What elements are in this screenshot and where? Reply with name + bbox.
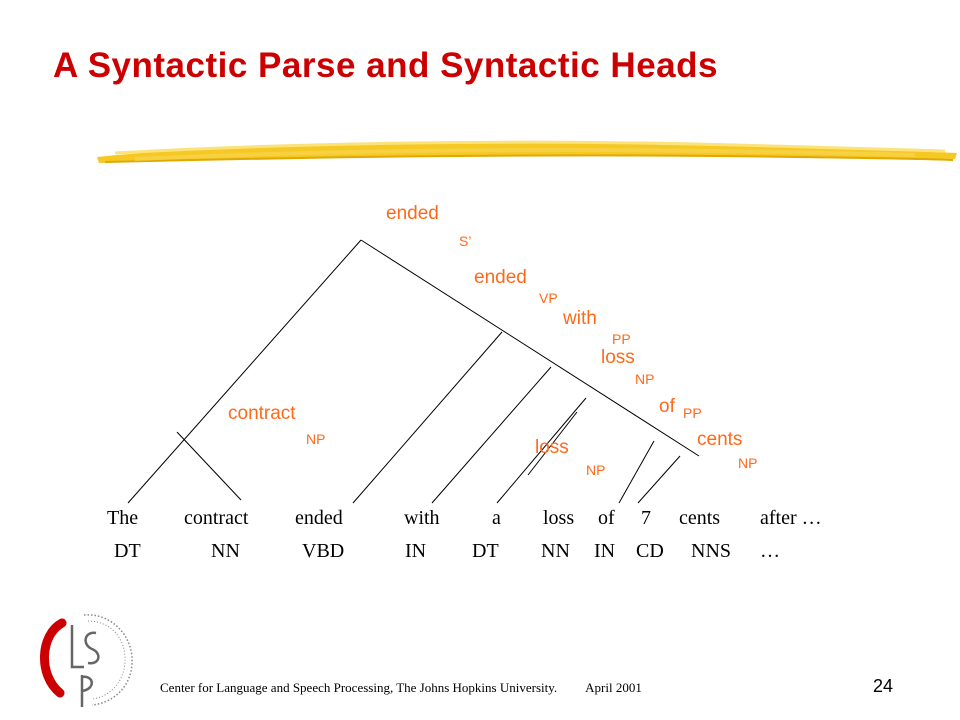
slide-footer: Center for Language and Speech Processin… [160, 680, 642, 696]
tree-edge-np-loss-to-a [496, 397, 587, 504]
vp-head-label: ended [474, 267, 527, 288]
pp-with-category-label: PP [612, 331, 631, 347]
clsp-logo [40, 614, 133, 707]
pp-of-category-label: PP [683, 405, 702, 421]
tree-edge-np-loss-inner-to-loss [527, 411, 578, 476]
token-tag: IN [594, 540, 616, 562]
np-cents-head-label: cents [697, 429, 743, 450]
tree-edge-vp-to-ended [352, 331, 503, 504]
np-cents-category-label: NP [738, 455, 758, 471]
token-tag: VBD [302, 540, 345, 562]
tree-edge-np-contract-to-contract [176, 431, 242, 501]
token-tag: IN [405, 540, 427, 562]
token-word: loss [543, 507, 575, 529]
token-tag: DT [472, 540, 499, 562]
token-tag: NN [541, 540, 570, 562]
tree-edge-np-cents-to-7 [637, 455, 681, 504]
tree-edge-pp-with-to-with [431, 366, 552, 504]
np-loss-inner-head-label: loss [535, 437, 569, 458]
np-contract-category-label: NP [306, 431, 326, 447]
token-tag: NN [211, 540, 240, 562]
token-word: cents [679, 507, 721, 529]
token-word: ended [295, 507, 343, 529]
title-underline-brush [97, 140, 957, 163]
tree-edge-s-to-vp [360, 239, 700, 457]
token-word: of [598, 507, 615, 529]
page-number: 24 [873, 676, 894, 696]
np-loss-category-label: NP [635, 371, 655, 387]
token-word: contract [184, 507, 249, 529]
pp-of-head-label: of [659, 396, 675, 417]
footer-institution: Center for Language and Speech Processin… [160, 680, 558, 695]
tree-edge-s-to-the [127, 239, 362, 504]
s-head-label: ended [386, 203, 439, 224]
s-category-label: S’ [459, 233, 472, 249]
token-tag: DT [114, 540, 141, 562]
token-word: a [492, 507, 501, 529]
token-word: 7 [641, 507, 651, 529]
token-tag: CD [636, 540, 664, 562]
token-word: with [404, 507, 440, 529]
slide-title: A Syntactic Parse and Syntactic Heads [53, 46, 718, 85]
pp-with-head-label: with [563, 308, 597, 329]
token-tag: NNS [691, 540, 732, 562]
token-word: The [107, 507, 139, 529]
np-loss-head-label: loss [601, 347, 635, 368]
token-tag: … [760, 540, 780, 562]
footer-date: April 2001 [585, 680, 642, 695]
tree-edge-pp-of-to-of [618, 440, 655, 504]
token-word: after … [760, 507, 822, 529]
np-loss-inner-category-label: NP [586, 462, 606, 478]
np-contract-head-label: contract [228, 403, 296, 424]
vp-category-label: VP [539, 290, 558, 306]
